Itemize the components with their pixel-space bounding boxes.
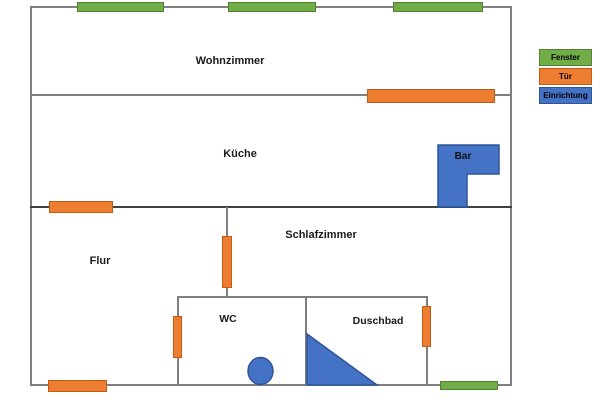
toilet-shape <box>247 356 274 386</box>
bar-counter-shape <box>437 144 500 208</box>
legend-item-tuer: Tür <box>539 68 592 85</box>
label-flur: Flur <box>89 255 111 267</box>
label-schlafzimmer: Schlafzimmer <box>285 229 357 241</box>
door-wohnzimmer-kueche <box>367 89 495 103</box>
window-wohnzimmer-right <box>393 2 483 12</box>
wall-bathroom-top <box>177 296 427 298</box>
wall-outer-right <box>510 6 512 386</box>
door-entrance <box>48 380 107 392</box>
window-wohnzimmer-middle <box>228 2 316 12</box>
legend-label-tuer: Tür <box>559 72 572 81</box>
label-wohnzimmer: Wohnzimmer <box>195 55 265 67</box>
legend: Fenster Tür Einrichtung <box>539 49 592 106</box>
legend-label-einrichtung: Einrichtung <box>543 91 588 100</box>
window-schlafzimmer <box>440 381 498 390</box>
window-wohnzimmer-left <box>77 2 164 12</box>
door-kueche-flur <box>49 201 113 213</box>
wall-wc-duschbad <box>305 297 307 385</box>
wall-outer-left <box>30 6 32 386</box>
door-duschbad <box>422 306 431 347</box>
wall-kueche-flur <box>30 206 512 208</box>
label-duschbad: Duschbad <box>352 315 404 327</box>
legend-item-fenster: Fenster <box>539 49 592 66</box>
door-wc <box>173 316 182 358</box>
wall-outer-bottom <box>30 384 512 386</box>
legend-item-einrichtung: Einrichtung <box>539 87 592 104</box>
legend-label-fenster: Fenster <box>551 53 580 62</box>
door-flur-schlafzimmer <box>222 236 232 288</box>
label-bar: Bar <box>454 151 472 162</box>
label-wc: WC <box>219 313 237 325</box>
label-kueche: Küche <box>223 148 257 160</box>
shower-tray-shape <box>306 332 380 386</box>
wall-wohnzimmer-kueche <box>30 94 512 96</box>
